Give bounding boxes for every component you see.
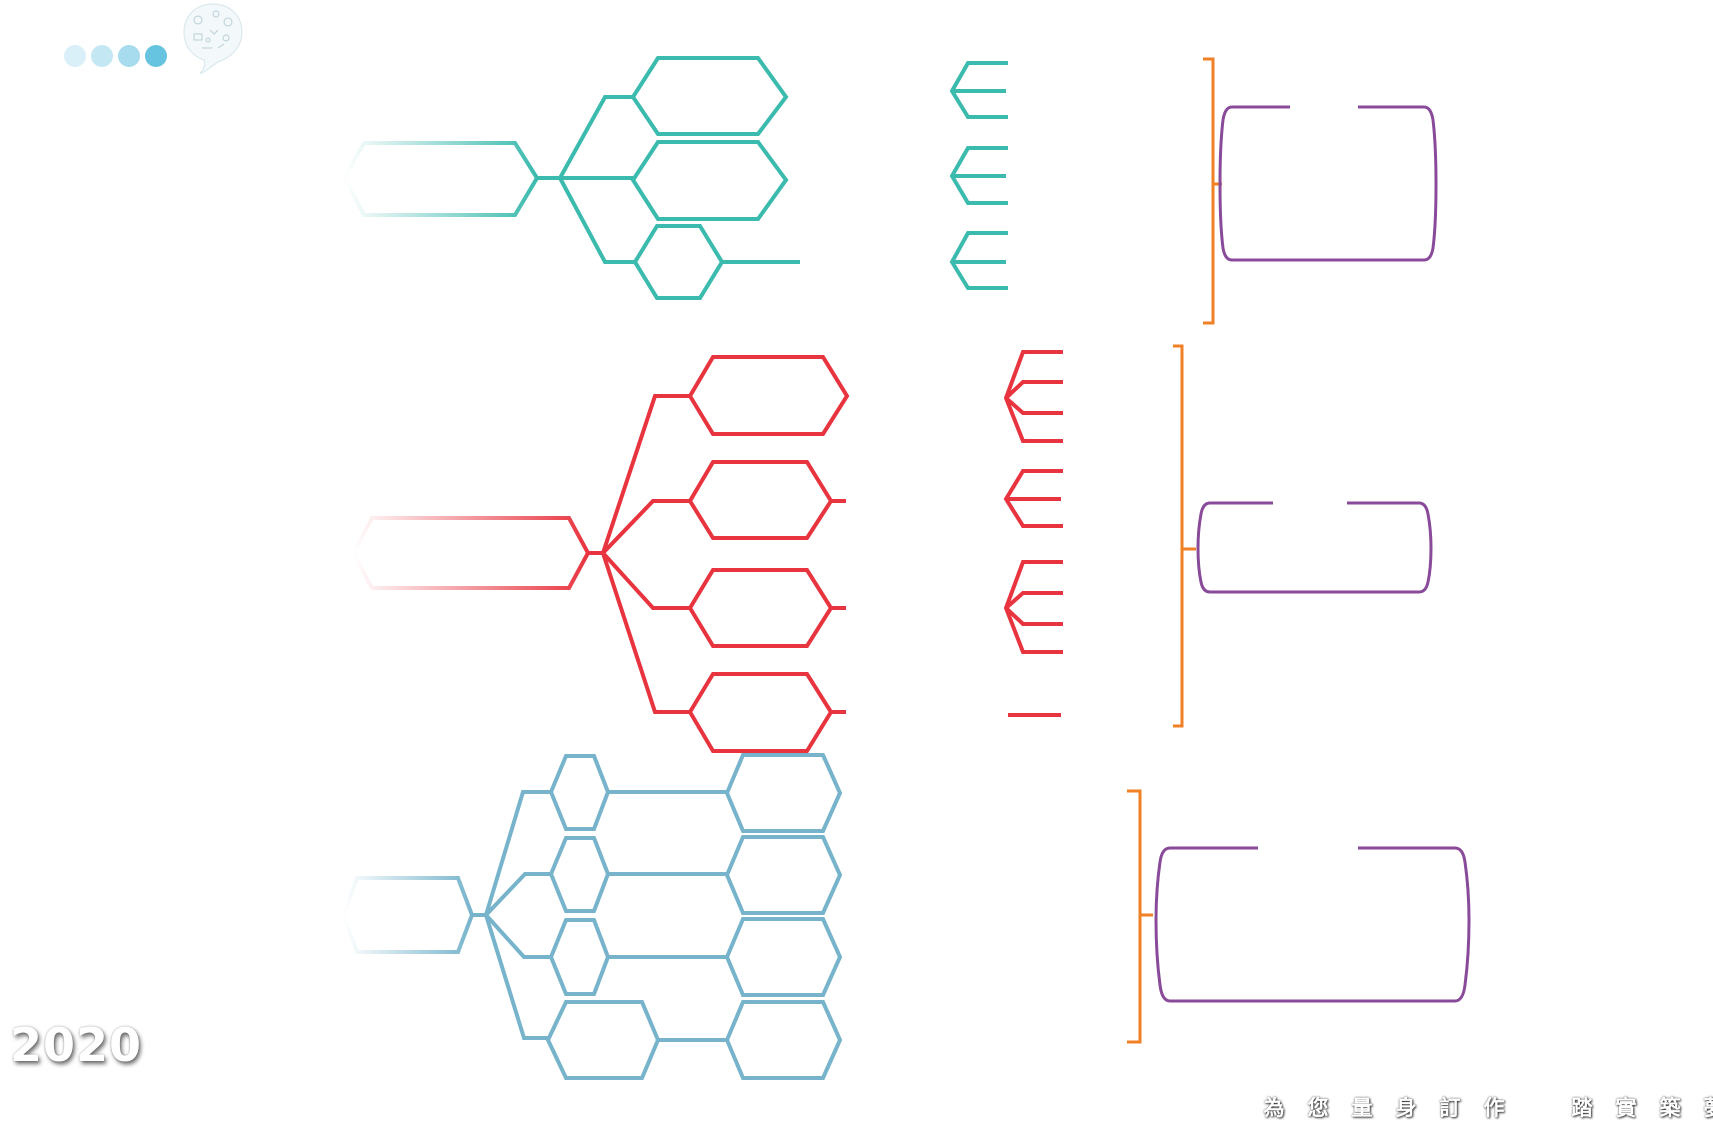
year-label: 2020 — [10, 1018, 143, 1072]
branch-connector — [484, 790, 551, 916]
slogan-char: 身 — [1395, 1096, 1417, 1120]
root-hexagon — [350, 516, 591, 590]
slogan-char: 夢 — [1692, 1092, 1713, 1122]
arrow-group — [1003, 560, 1063, 654]
slogan-char: 作 — [1483, 1096, 1505, 1120]
branch-connector — [601, 394, 690, 554]
branch-connector — [601, 552, 690, 714]
hexagon-node — [630, 140, 789, 221]
branch-connector — [601, 499, 690, 555]
slogan-char: 量 — [1351, 1096, 1373, 1120]
slogan: 為 您 量 身 訂 作 踏 實 築 夢 — [1252, 1092, 1713, 1122]
hexagon-node — [545, 1000, 661, 1080]
slogan-char: 實 — [1615, 1096, 1637, 1120]
hexagon-node — [724, 1000, 843, 1080]
hexagon-node — [548, 754, 611, 831]
arrow-group — [949, 61, 1008, 119]
branch-connector — [558, 177, 635, 264]
red-group — [350, 350, 1063, 753]
summary-box-3 — [1154, 846, 1471, 1003]
hexagon-node — [632, 224, 725, 300]
branch-connector — [558, 95, 633, 179]
slogan-char: 為 — [1263, 1096, 1285, 1120]
arrow-group — [949, 146, 1008, 205]
bracket-2 — [1173, 344, 1196, 728]
progress-dot — [91, 45, 113, 67]
progress-dot — [64, 45, 86, 67]
progress-dot-active — [145, 45, 167, 67]
slogan-char: 您 — [1307, 1096, 1329, 1120]
blue-group — [340, 753, 843, 1080]
hexagon-node — [548, 836, 611, 913]
branch-connector — [601, 551, 690, 610]
summary-box-2 — [1196, 501, 1433, 594]
progress-dot — [118, 45, 140, 67]
hexagon-node — [687, 460, 834, 540]
summary-box-1 — [1218, 105, 1438, 262]
slogan-char: 踏 — [1571, 1096, 1593, 1120]
bracket-3 — [1127, 789, 1153, 1044]
slogan-char: 築 — [1659, 1096, 1681, 1120]
arrow-group — [949, 231, 1008, 290]
branch-connector — [484, 872, 551, 917]
hexagon-node — [687, 568, 834, 648]
hexagon-node — [724, 917, 843, 997]
hexagon-node — [548, 918, 611, 996]
hexagon-node — [630, 56, 789, 136]
slogan-char: 訂 — [1439, 1096, 1461, 1120]
slogan-spacer — [1516, 1092, 1560, 1122]
root-hexagon — [340, 876, 475, 954]
branch-connector — [484, 913, 551, 959]
branch-connector — [484, 914, 548, 1040]
hexagon-node — [687, 672, 834, 753]
hexagon-node — [687, 355, 850, 436]
root-hexagon — [341, 141, 540, 217]
hexagon-node — [724, 835, 843, 915]
arrow-group — [1003, 350, 1063, 443]
teal-group — [341, 56, 1008, 300]
hexagon-node — [724, 753, 843, 833]
arrow-group — [1003, 469, 1063, 528]
doodle-speech-bubble-icon — [183, 3, 243, 74]
